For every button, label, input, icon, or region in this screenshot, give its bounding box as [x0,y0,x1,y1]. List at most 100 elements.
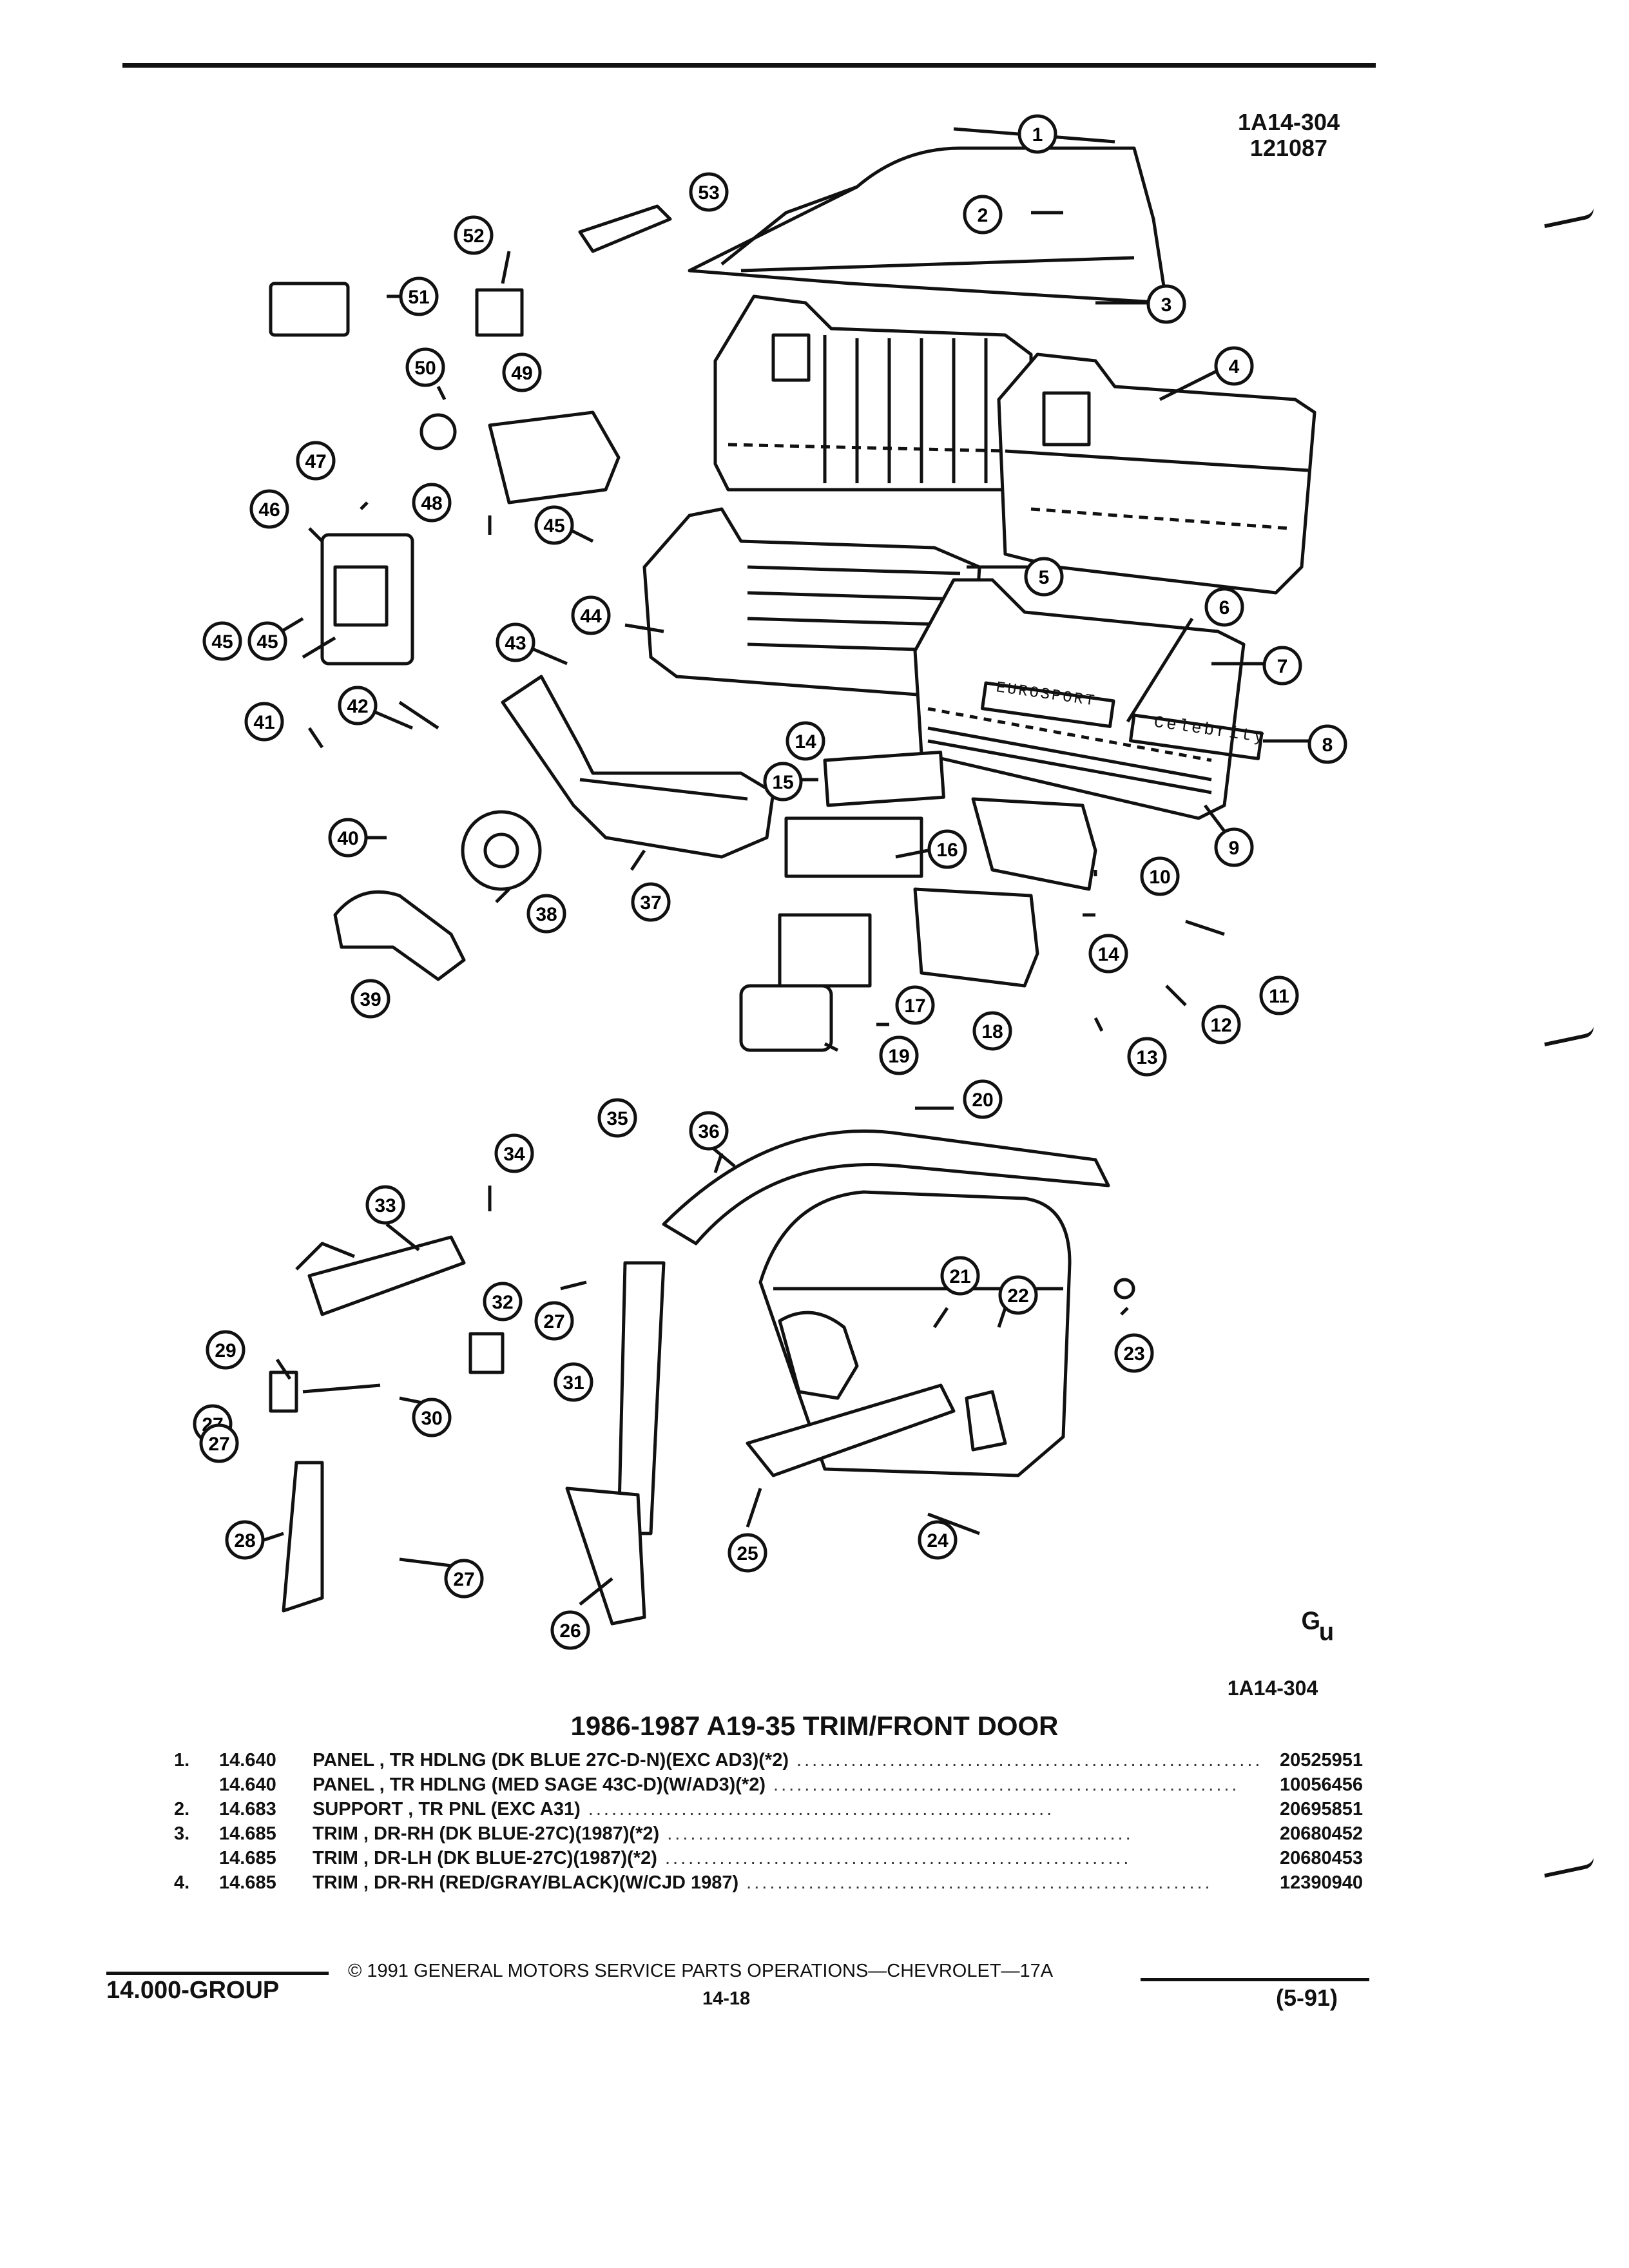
callout-label: 27 [453,1569,474,1590]
part-number: 10056456 [1279,1774,1363,1795]
callout-4: 4 [1214,346,1254,386]
callout-3: 3 [1146,284,1186,324]
callout-label: 1 [1032,124,1043,146]
callout-label: 35 [606,1108,628,1129]
callout-38: 38 [526,894,566,934]
callout-label: 44 [580,606,602,627]
footer-date: (5-91) [1276,1984,1338,2011]
callout-36: 36 [689,1111,729,1151]
callout-45: 45 [534,505,574,545]
part-index: 2. [174,1798,190,1820]
part-group-number: 14.640 [219,1774,276,1795]
part-description-text: PANEL , TR HDLNG (DK BLUE 27C-D-N)(EXC A… [313,1749,789,1771]
callout-44: 44 [571,595,611,635]
part-group-number: 14.685 [219,1847,276,1869]
footer-rule-left [106,1972,329,1975]
callout-1: 1 [1017,114,1057,154]
callout-46: 46 [249,489,289,529]
callout-2: 2 [963,195,1003,235]
callout-label: 48 [421,493,442,514]
callout-5: 5 [1024,557,1064,597]
page-title: 1986-1987 A19-35 TRIM/FRONT DOOR [570,1711,1059,1741]
header-ref-code: 1A14-304 [1237,109,1340,135]
callout-label: 53 [698,182,719,204]
callout-27: 27 [534,1301,574,1341]
part-description: TRIM , DR-LH (DK BLUE-27C)(1987)(*2) ...… [313,1846,1266,1870]
callout-label: 41 [253,712,275,733]
callout-17: 17 [895,985,935,1025]
part-group-number: 14.640 [219,1749,276,1771]
callout-label: 17 [904,995,925,1017]
part-number: 20680452 [1279,1823,1363,1844]
callout-25: 25 [728,1533,767,1573]
callout-45: 45 [247,621,287,661]
callout-49: 49 [502,352,542,392]
part-description: SUPPORT , TR PNL (EXC A31) .............… [313,1797,1266,1821]
callout-48: 48 [412,483,452,523]
callout-label: 38 [535,904,557,925]
callout-label: 30 [421,1408,442,1429]
callout-label: 11 [1269,986,1289,1007]
callout-svg: 1234567891011121314141516171819202122232… [193,114,1347,1650]
callout-52: 52 [454,215,494,255]
part-index: 4. [174,1872,190,1893]
callout-label: 27 [543,1311,564,1332]
callout-label: 16 [936,840,958,861]
callout-label: 12 [1210,1015,1231,1036]
callout-30: 30 [412,1398,452,1437]
callout-label: 45 [256,631,278,653]
footer-group: 14.000-GROUP [106,1977,280,2004]
callout-label: 3 [1161,294,1172,316]
callout-18: 18 [972,1011,1012,1051]
parts-row: 4. 14.685 TRIM , DR-RH (RED/GRAY/BLACK)(W/… [174,1870,1363,1895]
part-description-text: SUPPORT , TR PNL (EXC A31) [313,1798,581,1820]
parts-row: 1. 14.640 PANEL , TR HDLNG (DK BLUE 27C-D-… [174,1748,1363,1773]
gm-logo: ᴳᵤ [1302,1605,1333,1646]
callout-label: 2 [978,205,988,226]
callout-32: 32 [483,1282,523,1321]
callout-16: 16 [927,829,967,869]
leader-dots: ........................................… [657,1847,1132,1869]
parts-row: 14.640 PANEL , TR HDLNG (MED SAGE 43C-D)(… [174,1773,1363,1797]
diagram-bottom-ref: 1A14-304 [1227,1677,1318,1700]
callout-label: 52 [463,226,484,247]
callout-label: 46 [258,499,280,521]
part-description: PANEL , TR HDLNG (MED SAGE 43C-D)(W/AD3)… [313,1773,1266,1797]
callout-34: 34 [494,1133,534,1173]
part-description-text: TRIM , DR-RH (RED/GRAY/BLACK)(W/CJD 1987… [313,1872,739,1893]
parts-list: 1. 14.640 PANEL , TR HDLNG (DK BLUE 27C-D-… [174,1748,1363,1895]
part-index: 1. [174,1749,190,1771]
part-number: 12390940 [1279,1872,1363,1893]
callout-29: 29 [206,1330,246,1370]
callout-45: 45 [202,621,242,661]
part-description: PANEL , TR HDLNG (DK BLUE 27C-D-N)(EXC A… [313,1748,1266,1773]
callout-label: 18 [981,1021,1003,1043]
callout-27: 27 [199,1423,239,1463]
leader-dots: ........................................… [738,1872,1213,1893]
part-description: TRIM , DR-RH (DK BLUE-27C)(1987)(*2) ...… [313,1821,1266,1846]
callout-label: 14 [795,731,816,753]
callout-51: 51 [399,276,439,316]
callout-19: 19 [879,1035,919,1075]
callout-label: 25 [737,1543,758,1564]
callout-label: 45 [543,515,564,537]
callout-28: 28 [225,1520,265,1560]
part-index: 3. [174,1823,190,1844]
callout-label: 31 [563,1372,584,1394]
part-group-number: 14.685 [219,1872,276,1893]
leader-dots: ........................................… [788,1749,1263,1771]
leader-dots: ........................................… [659,1823,1133,1844]
part-index [174,1773,219,1797]
callout-label: 19 [888,1046,909,1067]
callout-24: 24 [918,1520,958,1560]
callout-6: 6 [1204,587,1244,627]
callout-label: 4 [1229,356,1240,378]
part-description-text: PANEL , TR HDLNG (MED SAGE 43C-D)(W/AD3)… [313,1774,766,1795]
callout-26: 26 [550,1610,590,1650]
footer-page-number: 14-18 [702,1988,751,2009]
callout-label: 6 [1219,597,1230,619]
footer-copyright: © 1991 GENERAL MOTORS SERVICE PARTS OPER… [348,1961,1054,1981]
part-description: TRIM , DR-RH (RED/GRAY/BLACK)(W/CJD 1987… [313,1870,1266,1895]
